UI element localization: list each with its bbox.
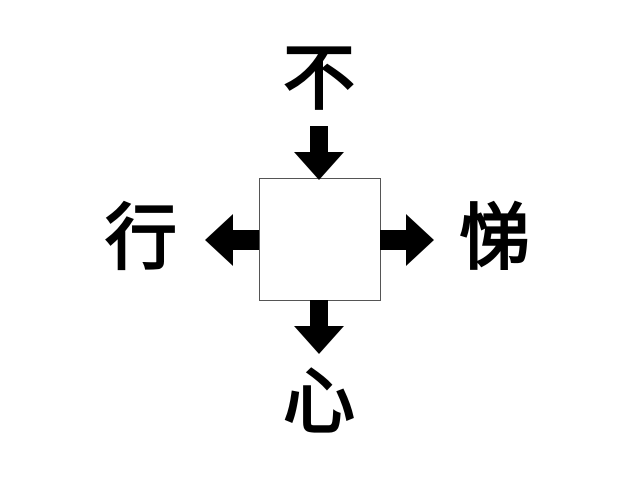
arrow-down-icon bbox=[294, 300, 344, 354]
left-character: 行 bbox=[104, 196, 177, 280]
top-character: 不 bbox=[282, 36, 355, 120]
arrow-right-icon bbox=[380, 214, 434, 266]
arrow-left-icon bbox=[205, 214, 259, 266]
arrow-down-icon bbox=[294, 126, 344, 180]
bottom-character: 心 bbox=[282, 360, 355, 444]
answer-box[interactable] bbox=[259, 178, 381, 301]
right-character: 悌 bbox=[458, 196, 531, 280]
